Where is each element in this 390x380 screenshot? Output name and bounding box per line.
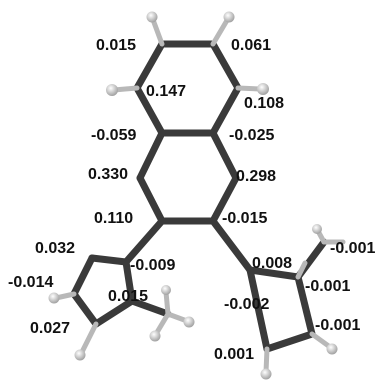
hydrogen-atom <box>326 343 338 355</box>
bond <box>70 290 100 328</box>
hydrogen-atom <box>257 83 269 95</box>
charge-label: 0.298 <box>236 168 276 185</box>
hydrogen-atom <box>106 84 118 96</box>
bond <box>88 254 130 266</box>
hydrogen-atom <box>161 285 171 295</box>
charge-label: 0.001 <box>214 346 254 363</box>
charge-label: 0.032 <box>35 240 75 257</box>
charge-label: 0.110 <box>94 210 133 227</box>
bond <box>263 346 270 375</box>
charge-labels: 0.015 0.061 0.147 0.108 -0.059 -0.025 0.… <box>8 37 375 363</box>
bond <box>70 254 96 298</box>
charge-label: -0.001 <box>315 317 360 334</box>
hydrogen-atom <box>149 330 161 342</box>
bond <box>122 258 136 305</box>
charge-label: -0.025 <box>229 127 274 144</box>
bond-layer <box>53 14 346 375</box>
bond <box>136 129 166 182</box>
bond <box>163 289 171 317</box>
bond <box>209 84 242 137</box>
bond <box>209 174 240 225</box>
hydrogen-atoms <box>48 11 338 380</box>
bond <box>294 273 316 338</box>
bond <box>78 321 99 357</box>
charge-label: 0.061 <box>231 37 271 54</box>
bond <box>122 217 166 266</box>
bond <box>165 311 190 324</box>
bond <box>209 217 254 274</box>
charge-label: -0.001 <box>330 240 375 257</box>
bond <box>209 40 242 92</box>
charge-label: -0.009 <box>130 257 175 274</box>
bond <box>92 297 136 328</box>
charge-label: -0.059 <box>91 127 136 144</box>
bond <box>153 311 171 337</box>
bond <box>133 84 166 137</box>
charge-label: -0.014 <box>8 274 53 291</box>
hydrogen-atom <box>183 316 195 328</box>
bond <box>209 129 240 182</box>
charge-label: 0.330 <box>88 166 128 183</box>
bond <box>246 266 271 353</box>
bond <box>246 266 302 281</box>
hydrogen-atom <box>48 292 60 304</box>
charge-label: 0.147 <box>146 83 186 100</box>
bond <box>295 260 308 280</box>
hydrogen-atom <box>223 11 235 23</box>
bond <box>309 331 333 350</box>
hydrogen-atom <box>74 349 86 361</box>
charge-label: 0.027 <box>30 320 70 337</box>
charge-label: -0.001 <box>305 278 350 295</box>
bond <box>263 330 316 353</box>
charge-label: 0.015 <box>108 288 148 305</box>
bond <box>133 40 166 92</box>
hydrogen-atom <box>312 224 322 234</box>
charge-label: 0.015 <box>96 37 136 54</box>
charge-label: 0.108 <box>244 95 284 112</box>
charge-label: 0.008 <box>252 255 292 272</box>
hydrogen-atom <box>146 11 158 23</box>
charge-label: -0.002 <box>224 296 269 313</box>
charge-label: -0.015 <box>222 210 267 227</box>
bond <box>136 174 166 225</box>
hydrogen-atom <box>260 368 272 380</box>
bond <box>128 297 172 318</box>
